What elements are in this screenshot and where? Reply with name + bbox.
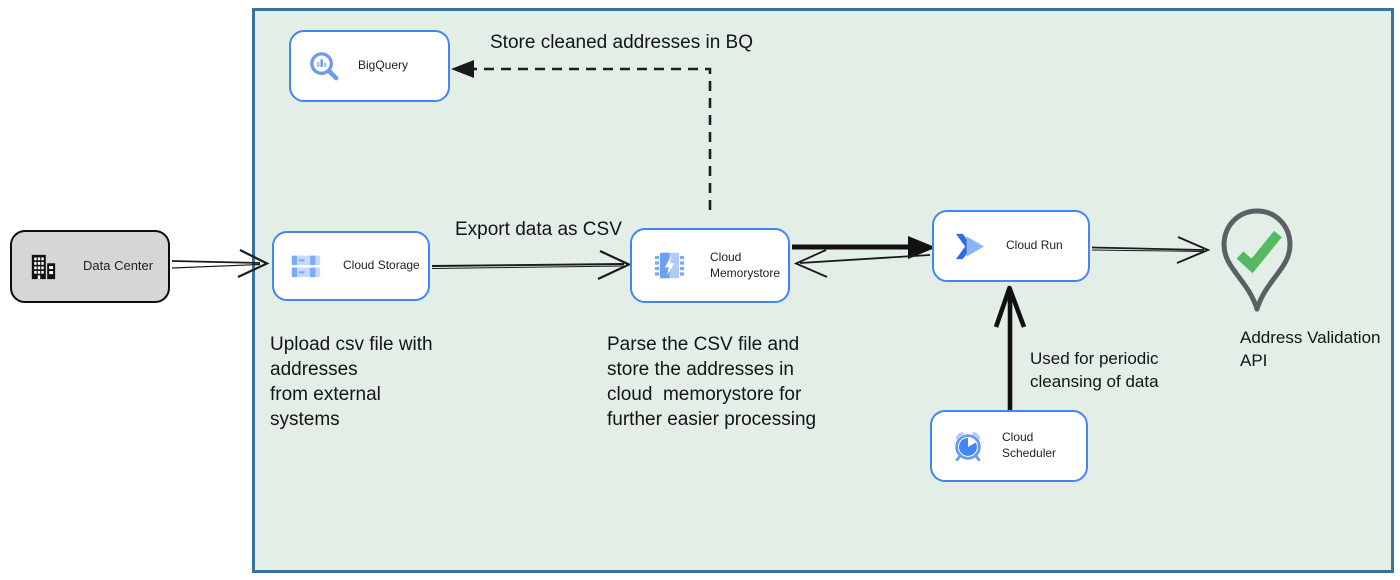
alarm-clock-icon (951, 429, 985, 463)
node-cloud-run[interactable]: Cloud Run (932, 210, 1090, 282)
annotation-upload-csv: Upload csv file with addresses from exte… (270, 334, 433, 430)
run-chevrons-icon (953, 231, 986, 262)
node-cloud-storage[interactable]: Cloud Storage (272, 231, 430, 301)
node-label-cloud-scheduler: Cloud Scheduler (1002, 430, 1057, 460)
memory-chip-bolt-icon (654, 250, 685, 281)
annotation-export-data-csv: Export data as CSV (455, 219, 622, 240)
node-label-bigquery: BigQuery (358, 58, 409, 73)
arrow-datacenter-to-storage (171, 249, 270, 278)
arrow-memorystore-to-bigquery-dashed (451, 60, 712, 210)
label-address-validation-api: Address Validation API (1240, 328, 1381, 370)
node-label-cloud-run: Cloud Run (1006, 238, 1063, 253)
node-label-data-center: Data Center (83, 258, 154, 274)
arrow-memorystore-to-run (792, 236, 936, 259)
gcp-boundary-container (252, 8, 1394, 573)
annotation-parse-csv: Parse the CSV file and store the address… (607, 334, 817, 430)
node-cloud-scheduler[interactable]: Cloud Scheduler (930, 410, 1088, 482)
annotation-store-cleaned-addresses: Store cleaned addresses in BQ (490, 32, 753, 53)
node-label-cloud-memorystore: Cloud Memorystore (710, 249, 781, 280)
node-cloud-memorystore[interactable]: Cloud Memorystore (630, 228, 790, 303)
node-label-cloud-storage: Cloud Storage (343, 258, 420, 273)
node-bigquery[interactable]: BigQuery (289, 30, 450, 102)
map-pin-check-icon[interactable] (1219, 206, 1295, 326)
node-data-center[interactable]: Data Center (10, 230, 170, 303)
magnifier-barchart-icon (308, 50, 341, 83)
arrow-scheduler-to-run (993, 285, 1027, 410)
storage-bars-icon (291, 253, 321, 280)
annotation-periodic-cleansing: Used for periodic cleansing of data (1030, 349, 1159, 391)
arrow-storage-to-memorystore (431, 250, 632, 280)
arrow-run-to-api (1091, 236, 1211, 264)
building-icon (29, 253, 57, 281)
arrow-run-to-memorystore (793, 249, 931, 278)
